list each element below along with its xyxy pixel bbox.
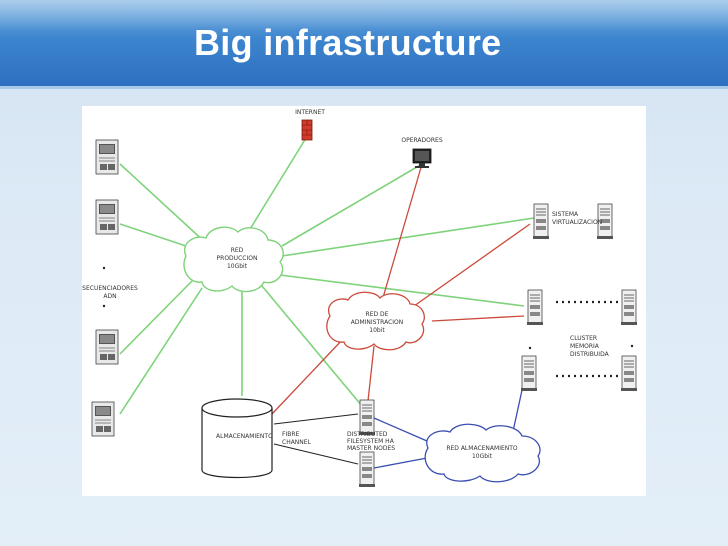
sequencer-icon [95, 139, 119, 175]
red-almacenamiento-label-2: 10Gbit [472, 453, 493, 460]
red-administracion-label-3: 10bit [369, 327, 385, 334]
red-administracion-label-1: RED DE [366, 311, 389, 318]
database-cylinder-icon [201, 398, 273, 479]
distributed-fs-label-2: FILESYSTEM HA [347, 438, 395, 445]
sequencer-icon [95, 199, 119, 235]
red-almacenamiento-cloud: RED ALMACENAMIENTO 10Gbit [424, 423, 541, 483]
monitor-icon [412, 148, 432, 168]
server-icon [358, 451, 376, 488]
fibre-channel-label-2: CHANNEL [282, 439, 312, 446]
distributed-fs-label-1: DISTRIBUTED [347, 431, 388, 438]
title-bar: Big infrastructure [0, 0, 728, 89]
sequencer-icon [95, 329, 119, 365]
operadores-label: OPERADORES [401, 137, 442, 144]
administracion-links [271, 163, 531, 415]
server-icon [358, 399, 376, 436]
red-produccion-cloud: RED PRODUCCION 10Gbit [183, 226, 284, 293]
red-produccion-label-1: RED [231, 247, 244, 254]
slide-title: Big infrastructure [194, 22, 502, 63]
sistema-virtualizacion-label-1: SISTEMA [552, 211, 579, 218]
network-diagram: RED PRODUCCION 10Gbit RED DE ADMINISTRAC… [82, 106, 646, 496]
server-icon [620, 355, 638, 392]
fibre-channel-label-1: FIBRE [282, 431, 300, 438]
cluster-label-1: CLUSTER [570, 335, 597, 342]
fibre-channel-links [273, 413, 359, 465]
cluster-label-2: MEMORIA [570, 343, 600, 350]
sistema-virtualizacion-label-2: VIRTUALIZACION [552, 219, 602, 226]
secuenciadores-label-1: SECUENCIADORES [82, 285, 138, 292]
secuenciadores-label-2: ADN [103, 293, 116, 300]
internet-label: INTERNET [295, 109, 325, 116]
sequencer-icon [91, 401, 115, 437]
server-icon [620, 289, 638, 326]
server-icon [532, 203, 550, 240]
cluster-dots [528, 300, 634, 378]
red-produccion-label-2: PRODUCCION [217, 255, 258, 262]
almacenamiento-label: ALMACENAMIENTO [216, 433, 273, 440]
cluster-label-3: DISTRIBUIDA [570, 351, 610, 358]
red-almacenamiento-label-1: RED ALMACENAMIENTO [446, 445, 518, 452]
title-bar-sheen [0, 0, 728, 30]
produccion-links [119, 137, 535, 415]
distributed-fs-label-3: MASTER NODES [347, 445, 395, 452]
red-administracion-label-2: ADMINISTRACION [351, 319, 404, 326]
red-produccion-label-3: 10Gbit [227, 263, 248, 270]
server-icon [520, 355, 538, 392]
server-icon [526, 289, 544, 326]
firewall-icon [301, 119, 313, 141]
red-administracion-cloud: RED DE ADMINISTRACION 10bit [326, 291, 425, 351]
